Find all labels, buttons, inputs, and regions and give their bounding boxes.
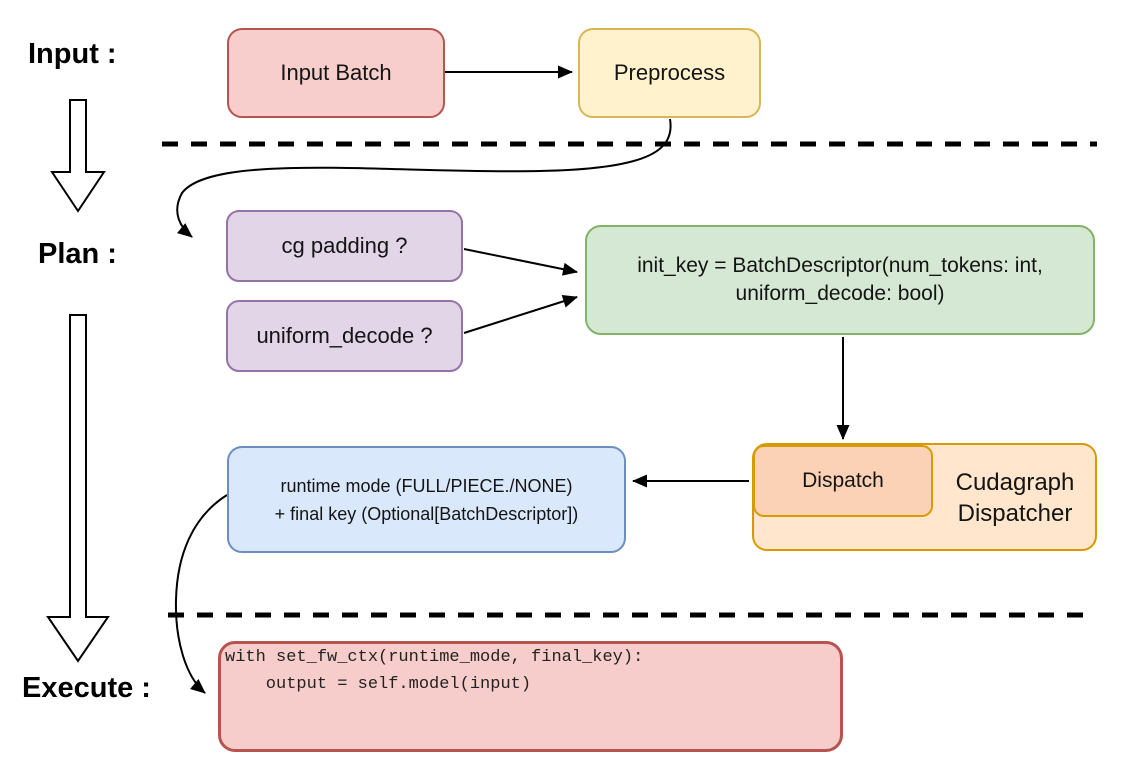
arrow-cg-padding-to-init-key bbox=[463, 248, 578, 276]
cg-padding-node: cg padding ? bbox=[226, 210, 463, 282]
runtime-mode-line1: runtime mode (FULL/PIECE./NONE) bbox=[280, 475, 573, 496]
dispatch-label: Dispatch bbox=[802, 468, 884, 492]
preprocess-label: Preprocess bbox=[613, 60, 726, 86]
dispatch-node: Dispatch bbox=[753, 445, 933, 517]
preprocess-node: Preprocess bbox=[578, 28, 761, 118]
cudagraph-dispatcher-line1: Cudagraph bbox=[955, 469, 1075, 496]
init-key-node: init_key = BatchDescriptor(num_tokens: i… bbox=[585, 225, 1095, 335]
execute-code-line1: with set_fw_ctx(runtime_mode, final_key)… bbox=[225, 648, 644, 667]
cudagraph-dispatcher-line2: Dispatcher bbox=[957, 500, 1073, 527]
uniform-decode-label: uniform_decode ? bbox=[256, 323, 433, 349]
phase-label-execute: Execute : bbox=[22, 672, 151, 704]
cudagraph-dispatcher-title: Cudagraph Dispatcher bbox=[935, 445, 1095, 551]
input-batch-node: Input Batch bbox=[227, 28, 445, 118]
arrow-uniform-decode-to-init-key bbox=[463, 295, 578, 334]
runtime-mode-node: runtime mode (FULL/PIECE./NONE) + final … bbox=[227, 446, 626, 553]
cg-padding-label: cg padding ? bbox=[281, 233, 408, 259]
init-key-line1: init_key = BatchDescriptor(num_tokens: i… bbox=[637, 254, 1043, 277]
plan-to-execute-arrow bbox=[46, 314, 110, 663]
phase-label-input: Input : bbox=[28, 38, 117, 70]
runtime-mode-line2: + final key (Optional[BatchDescriptor]) bbox=[274, 503, 579, 524]
phase-label-plan: Plan : bbox=[38, 238, 117, 270]
init-key-line2: uniform_decode: bool) bbox=[735, 282, 945, 305]
input-batch-label: Input Batch bbox=[280, 60, 392, 86]
input-to-plan-arrow bbox=[50, 99, 106, 213]
execute-code-line2: output = self.model(input) bbox=[225, 675, 532, 694]
execute-code-node: with set_fw_ctx(runtime_mode, final_key)… bbox=[218, 641, 843, 752]
uniform-decode-node: uniform_decode ? bbox=[226, 300, 463, 372]
